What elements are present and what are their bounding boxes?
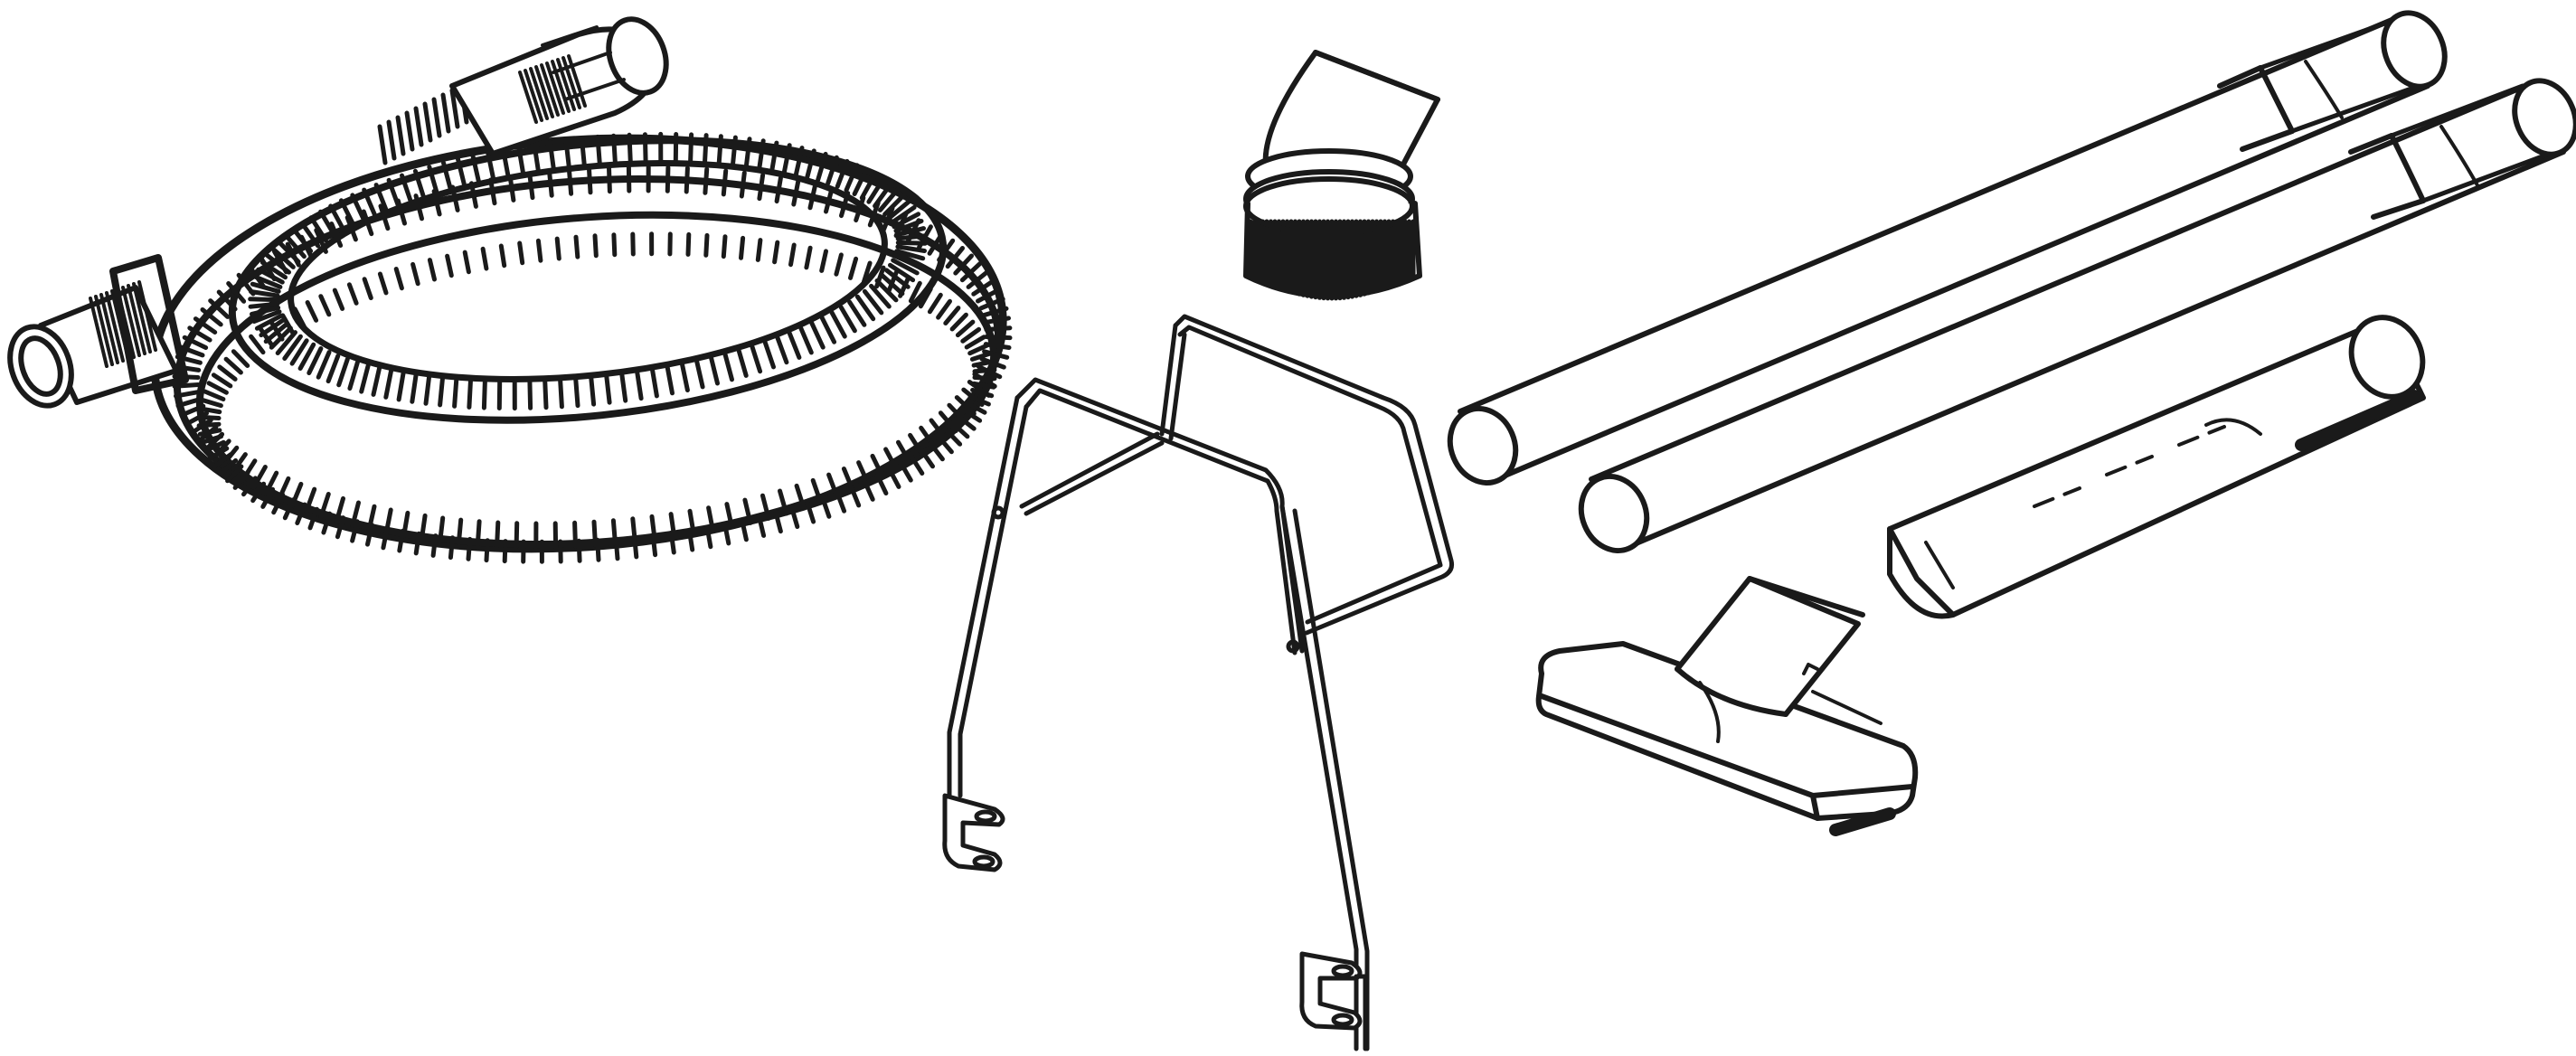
hose-icon: [7, 16, 1013, 564]
extension-wand-upper-icon: [1447, 10, 2448, 486]
floor-nozzle-icon: [1535, 576, 1919, 836]
crevice-tool-icon: [1887, 315, 2426, 619]
caddy-frame-icon: [942, 314, 1454, 1051]
extension-wand-lower-icon: [1578, 78, 2576, 554]
dust-brush-icon: [1243, 50, 1440, 301]
